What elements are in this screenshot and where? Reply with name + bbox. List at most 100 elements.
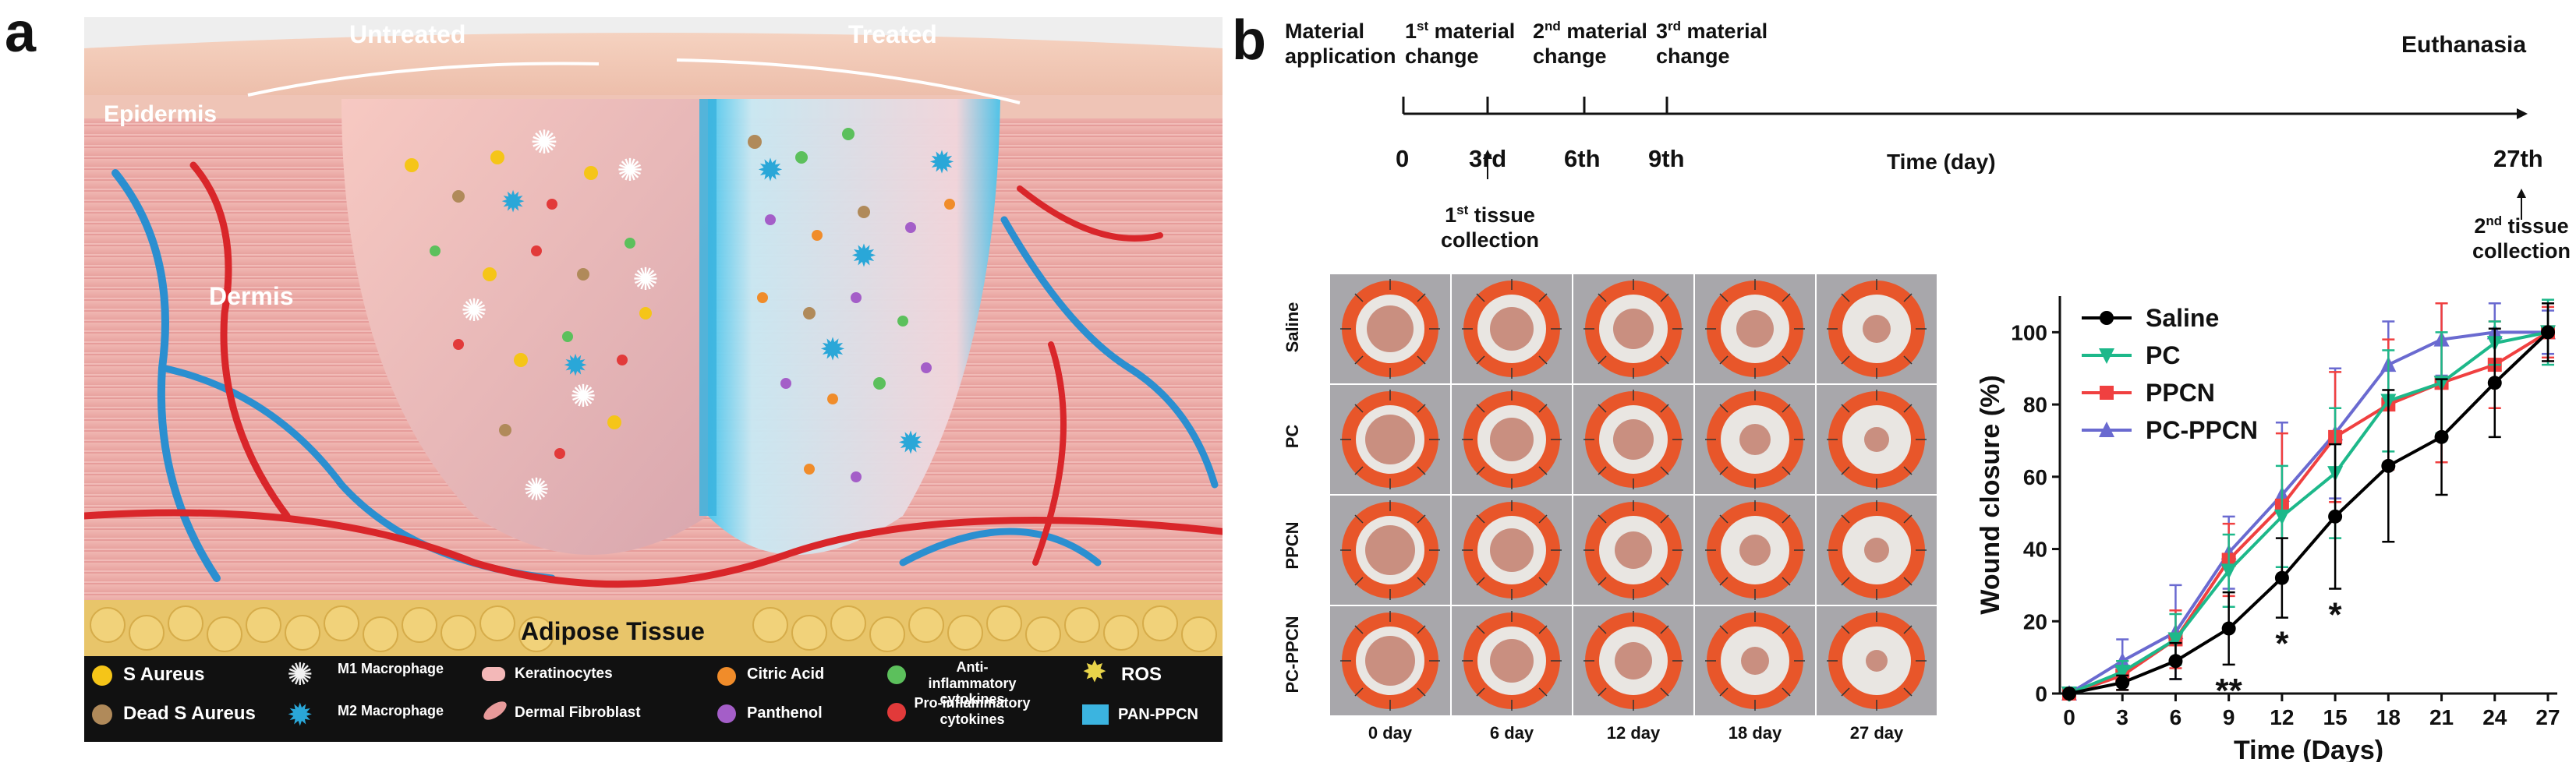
- tick-label-3rd: 3rd: [1469, 145, 1507, 172]
- collection-2-num: 2: [2474, 214, 2486, 238]
- legend-dead-s-aureus: Dead S Aureus: [123, 703, 256, 724]
- wound-photo: [1573, 385, 1693, 494]
- event-third-change: 3rd material change: [1656, 19, 1767, 69]
- data-point: [2220, 563, 2237, 580]
- skin-cross-section-graphic: ✺ ✺ ✺ ✺ ✺ ✺ ✹ ✹ ✹ ✹ ✹ ✹ ✹: [80, 17, 1226, 656]
- wound-healing-illustration: ✺ ✺ ✺ ✺ ✺ ✺ ✹ ✹ ✹ ✹ ✹ ✹ ✹: [80, 17, 1226, 656]
- pro-inflammatory-icon: [887, 703, 906, 722]
- wound-photo: [1695, 385, 1815, 494]
- svg-text:✹: ✹: [563, 350, 588, 383]
- event-0-line1: Material: [1285, 19, 1365, 43]
- event-3-sup: rd: [1668, 19, 1682, 34]
- event-2-sup: nd: [1545, 19, 1561, 34]
- wound-photo: [1330, 274, 1450, 383]
- series-line-pc: [2068, 330, 2549, 695]
- legend-label: PPCN: [2146, 379, 2215, 407]
- dermal-fibroblast-icon: [480, 697, 510, 724]
- legend-label: PC: [2146, 341, 2180, 369]
- y-axis-label: Wound closure (%): [1976, 375, 2005, 614]
- x-tick-label: 18: [2376, 705, 2401, 729]
- collection-2-line2: collection: [2472, 239, 2571, 263]
- y-tick-label: 80: [2023, 393, 2047, 417]
- treated-label: Treated: [848, 20, 937, 48]
- data-point: [2273, 509, 2290, 525]
- wound-photo: [1452, 606, 1572, 715]
- x-tick-label: 12: [2270, 705, 2294, 729]
- svg-text:✹: ✹: [501, 186, 525, 219]
- y-tick-label: 20: [2023, 609, 2047, 634]
- keratinocyte-icon: [482, 667, 505, 681]
- x-tick-label: 6: [2170, 705, 2182, 729]
- event-3-rest: material: [1681, 19, 1768, 43]
- wound-photo: [1695, 274, 1815, 383]
- legend-label: PC-PPCN: [2146, 416, 2258, 444]
- svg-text:✹: ✹: [851, 239, 877, 274]
- x-tick-label: 27: [2535, 705, 2560, 729]
- anti-inflammatory-icon: [887, 665, 906, 684]
- m1-macrophage-icon: ✺: [287, 658, 313, 692]
- dead-s-aureus-icon: [92, 704, 112, 725]
- data-point: [2114, 665, 2131, 681]
- svg-text:✺: ✺: [523, 473, 550, 507]
- event-1-rest: material: [1428, 19, 1516, 43]
- adipose-layer: [84, 600, 1223, 656]
- event-3-num: 3: [1656, 19, 1668, 43]
- s-aureus-icon: [92, 665, 112, 686]
- pan-ppcn-swatch: [1082, 704, 1109, 725]
- y-tick-label: 100: [2011, 320, 2047, 344]
- wound-photo: [1452, 274, 1572, 383]
- svg-text:✺: ✺: [632, 263, 659, 297]
- timeline-axis-graphic: [1402, 97, 2528, 220]
- x-tick-label: 15: [2323, 705, 2348, 729]
- legend-pro-inflammatory: Pro-inflammatory cytokines: [914, 695, 1031, 727]
- event-2-num: 2: [1533, 19, 1545, 43]
- wound-photo: [1452, 385, 1572, 494]
- row-label-ppcn: PPCN: [1283, 521, 1302, 570]
- col-label-12-day: 12 day: [1606, 723, 1661, 743]
- legend-keratinocytes: Keratinocytes: [515, 665, 613, 682]
- first-tissue-collection: 1st tissue collection: [1431, 203, 1548, 253]
- data-point: [2328, 509, 2343, 524]
- wound-photo: [1695, 496, 1815, 605]
- wound-photo: [1452, 496, 1572, 605]
- wound-photo: [1817, 274, 1937, 383]
- legend-label: Saline: [2146, 304, 2219, 332]
- collection-1-arrowhead: [1483, 150, 1492, 159]
- x-tick-label: 3: [2116, 705, 2128, 729]
- untreated-particles: ✺ ✺ ✺ ✺ ✺ ✺ ✹ ✹: [405, 124, 659, 507]
- wound-photo: [1695, 606, 1815, 715]
- dermis-label: Dermis: [209, 282, 294, 310]
- x-tick-label: 21: [2429, 705, 2454, 729]
- legend-s-aureus: S Aureus: [123, 664, 205, 685]
- svg-text:✺: ✺: [570, 379, 596, 414]
- legend-citric-acid: Citric Acid: [747, 665, 825, 683]
- treated-particles: ✹ ✹ ✹ ✹ ✹: [748, 128, 955, 482]
- second-tissue-collection: 2nd tissue collection: [2467, 214, 2576, 264]
- treatment-timeline: Material application 1st material change…: [1279, 16, 2573, 273]
- data-point: [2434, 429, 2449, 444]
- data-point: [2062, 687, 2076, 701]
- wound-photo: [1330, 385, 1450, 494]
- series-line-pc-ppcn: [2068, 330, 2548, 695]
- svg-text:✺: ✺: [530, 124, 557, 161]
- data-point: [2115, 676, 2130, 690]
- m2-macrophage-icon: ✹: [287, 698, 313, 732]
- y-tick-label: 40: [2023, 538, 2047, 562]
- significance-marker: **: [2216, 672, 2243, 710]
- row-label-saline: Saline: [1283, 302, 1302, 353]
- data-point: [2221, 621, 2236, 636]
- legend-marker: [2099, 348, 2114, 364]
- event-2-rest: material: [1560, 19, 1647, 43]
- legend-dermal-fibroblast: Dermal Fibroblast: [515, 704, 641, 721]
- data-point: [2168, 654, 2183, 669]
- col-label-27-day: 27 day: [1849, 723, 1904, 743]
- data-point: [2541, 325, 2555, 340]
- data-point: [2274, 570, 2289, 585]
- x-tick-label: 24: [2482, 705, 2507, 729]
- epidermis-label: Epidermis: [104, 101, 218, 127]
- svg-text:✹: ✹: [757, 154, 784, 188]
- row-label-pc-ppcn: PC-PPCN: [1283, 616, 1302, 694]
- legend-marker: [2100, 386, 2114, 400]
- significance-marker: *: [2329, 596, 2343, 634]
- legend-m1-macrophage: M1 Macrophage: [337, 661, 444, 676]
